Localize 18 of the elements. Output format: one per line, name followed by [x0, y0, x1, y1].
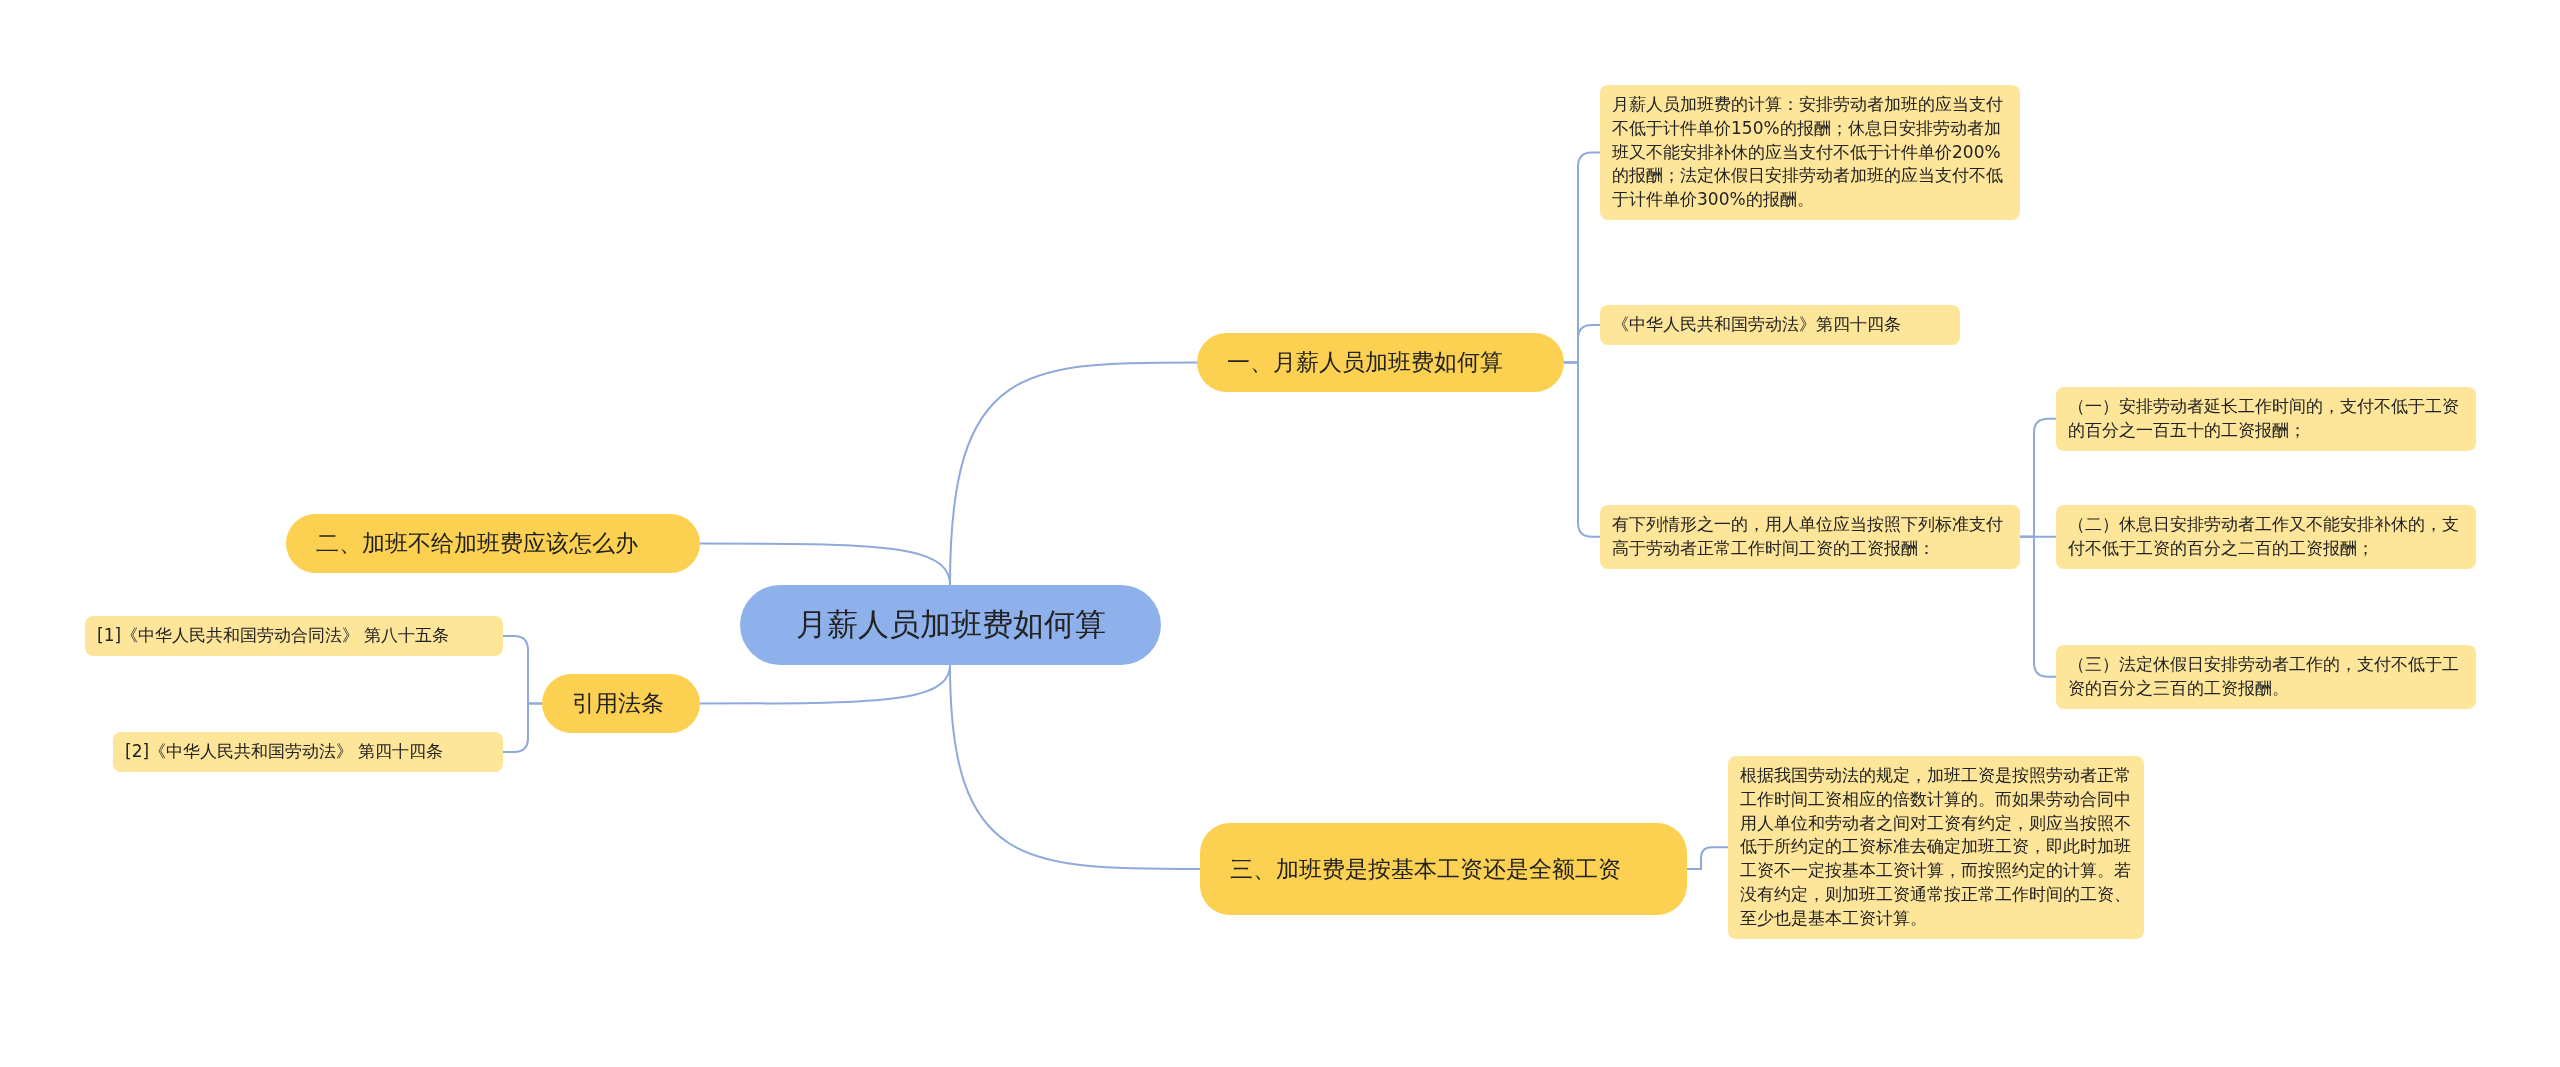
text-card: 月薪人员加班费的计算：安排劳动者加班的应当支付不低于计件单价150%的报酬；休息日安排劳动者加班又不能安排补休的应当支付不低于计件单价200%的报酬；法定休假日安排劳动者加班的应当支付不低于计件单价300%的报酬。 [1600, 85, 2020, 220]
connector-line [1686, 846, 1729, 870]
text-card: 根据我国劳动法的规定，加班工资是按照劳动者正常工作时间工资相应的倍数计算的。而如果劳动合同中用人单位和劳动者之间对工资有约定，则应当按照不低于所约定的工资标准去确定加班工资，即此时加班工资不一定按基本工资计算，而按照约定的计算。若没有约定，则加班工资通常按正常工作时间的工资、至少也是基本工资计算。 [1728, 756, 2144, 939]
branch-topic: 三、加班费是按基本工资还是全额工资 [1200, 823, 1687, 915]
text-card: （一）安排劳动者延长工作时间的，支付不低于工资的百分之一百五十的工资报酬； [2056, 387, 2476, 451]
text-card: （二）休息日安排劳动者工作又不能安排补休的，支付不低于工资的百分之二百的工资报酬； [2056, 505, 2476, 569]
text-card: [2]《中华人民共和国劳动法》 第四十四条 [113, 732, 503, 772]
text-card: 《中华人民共和国劳动法》第四十四条 [1600, 305, 1960, 345]
branch-topic: 一、月薪人员加班费如何算 [1197, 333, 1564, 392]
connector-line [699, 542, 951, 586]
branch-topic: 二、加班不给加班费应该怎么办 [286, 514, 700, 573]
branch-topic: 引用法条 [542, 674, 700, 733]
text-card: 有下列情形之一的，用人单位应当按照下列标准支付高于劳动者正常工作时间工资的工资报酬： [1600, 505, 2020, 569]
text-card: [1]《中华人民共和国劳动合同法》 第八十五条 [85, 616, 503, 656]
connector-line [502, 702, 543, 753]
text-card: （三）法定休假日安排劳动者工作的，支付不低于工资的百分之三百的工资报酬。 [2056, 645, 2476, 709]
central-topic: 月薪人员加班费如何算 [740, 585, 1161, 665]
connector-line [949, 664, 1201, 870]
